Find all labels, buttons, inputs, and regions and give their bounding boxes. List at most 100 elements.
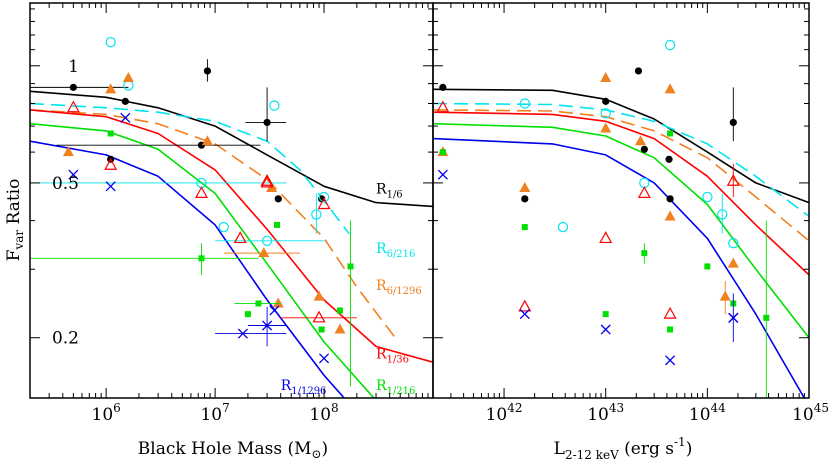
data-point-filled-triangle [600, 72, 612, 83]
mass-model-curves [30, 90, 433, 398]
curve-label-R1-216: R1/216 [376, 378, 415, 397]
data-point-filled-circle [439, 83, 447, 91]
data-point-cross [120, 112, 131, 123]
model-curve-R6-1296 [30, 109, 396, 339]
data-point-cross [68, 169, 79, 180]
data-point-cross [237, 328, 248, 339]
data-point-filled-triangle [201, 135, 213, 146]
data-point-open-triangle [317, 197, 331, 210]
data-point-open-triangle [233, 231, 247, 244]
x-axis-label-lum-end: ) [686, 439, 693, 459]
curve-label-main: R [281, 378, 292, 394]
x-tick-label: 106 [92, 401, 121, 425]
data-point-filled-square [107, 130, 114, 137]
luminosity-plot-frame [432, 2, 810, 399]
y-axis-tick-labels: 0.20.51 [52, 57, 79, 349]
data-point-cross [519, 309, 530, 320]
x-axis-label-lum-sup: -1 [674, 435, 686, 449]
data-point-filled-circle [666, 195, 674, 203]
data-point-open-triangle [312, 310, 326, 323]
data-point-filled-triangle [519, 182, 531, 193]
data-point-filled-circle [602, 97, 610, 105]
model-curve-R6-1296 [433, 109, 809, 242]
data-point-filled-square [763, 314, 770, 321]
data-point-open-triangle [104, 158, 118, 170]
data-point-filled-triangle [272, 297, 284, 308]
data-point-open-triangle [194, 186, 209, 198]
data-point-filled-square [521, 224, 528, 231]
curve-label-sub: 1/216 [387, 386, 416, 397]
data-point-filled-square [244, 311, 251, 318]
data-point-filled-circle [640, 145, 648, 153]
curve-label-sub: 6/216 [387, 249, 416, 260]
data-point-open-triangle [260, 173, 274, 186]
data-point-filled-square [198, 255, 205, 262]
data-point-filled-triangle [334, 323, 346, 334]
data-point-open-circle [105, 36, 116, 48]
data-point-filled-triangle [600, 122, 612, 133]
mass-data-points [30, 36, 357, 387]
curve-label-R6-1296: R6/1296 [376, 278, 422, 297]
data-point-open-triangle [599, 231, 613, 244]
luminosity-model-curves [433, 88, 809, 398]
curve-label-sub: 6/1296 [387, 286, 422, 297]
data-point-filled-square [667, 326, 674, 333]
data-point-cross [262, 320, 273, 331]
curve-label-main: R [376, 181, 387, 197]
data-point-filled-circle [521, 195, 529, 203]
model-curve-R1-1296 [30, 140, 346, 398]
data-point-open-triangle [663, 306, 677, 319]
curve-label-R6-216: R6/216 [376, 241, 415, 260]
data-point-filled-square [255, 300, 262, 307]
data-point-cross [437, 169, 448, 180]
data-point-open-circle [557, 221, 569, 233]
x-axis-label-mass-end: ) [322, 439, 329, 459]
y-axis-label-rest: Ratio [4, 179, 24, 230]
data-point-open-circle [728, 237, 739, 249]
data-point-open-circle [123, 80, 134, 91]
x-axis-label-luminosity: L2-12 keV (erg s-1) [554, 435, 693, 462]
data-point-filled-square [439, 149, 446, 156]
data-point-filled-triangle [105, 83, 117, 94]
model-curve-R1-216 [433, 122, 809, 339]
data-point-filled-square [336, 307, 343, 314]
data-point-cross [269, 305, 280, 316]
data-point-cross [600, 324, 611, 335]
data-point-open-circle [702, 191, 713, 203]
data-point-filled-circle [665, 155, 673, 163]
data-point-open-triangle [518, 299, 532, 312]
data-point-filled-square [641, 250, 648, 257]
data-point-open-circle [218, 221, 229, 233]
y-axis-label: Fvar Ratio [4, 179, 26, 262]
data-point-filled-circle [263, 118, 271, 127]
data-point-filled-square [347, 263, 354, 270]
y-tick-label: 0.2 [52, 329, 79, 349]
curve-label-sub: 1/1296 [291, 386, 326, 397]
data-point-cross [665, 355, 676, 366]
curve-label-sub: 1/36 [387, 354, 409, 365]
data-point-cross [105, 181, 116, 192]
y-axis-label-main: F [4, 249, 24, 261]
model-curve-R1-6 [30, 90, 433, 208]
x-axis-label-mass: Black Hole Mass (M⊙) [138, 439, 328, 461]
data-point-filled-triangle [719, 290, 731, 301]
x-axis-label-mass-main: Black Hole Mass (M [138, 439, 312, 459]
data-point-open-triangle [726, 173, 740, 186]
data-point-filled-triangle [313, 290, 325, 301]
data-point-filled-square [602, 311, 609, 318]
data-point-open-triangle [66, 100, 80, 113]
data-point-open-triangle [637, 186, 651, 198]
data-point-filled-triangle [635, 135, 647, 146]
x-axis-label-mass-sub: ⊙ [311, 447, 321, 461]
x-tick-label: 1043 [587, 401, 624, 425]
data-point-open-circle [600, 108, 611, 119]
data-point-open-circle [717, 209, 728, 220]
data-point-filled-circle [634, 67, 643, 75]
model-curve-R1-6 [433, 88, 809, 204]
data-point-filled-triangle [122, 72, 134, 83]
y-axis-label-sub: var [12, 230, 26, 251]
